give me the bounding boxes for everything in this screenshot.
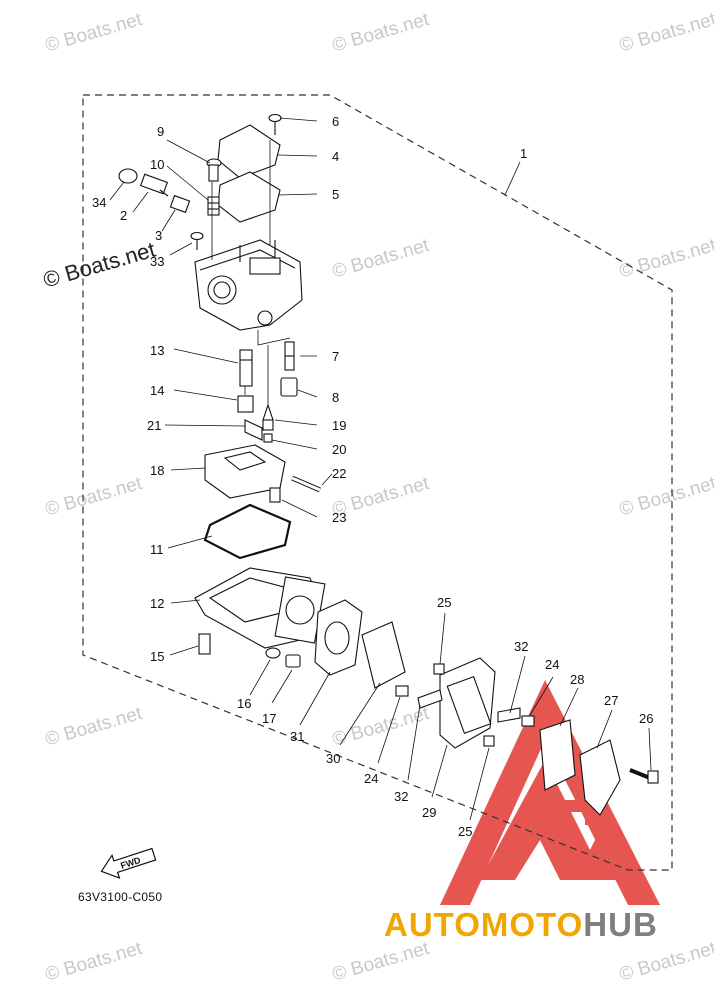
callout-33: 33 — [150, 254, 164, 269]
callout-32: 32 — [394, 789, 408, 804]
part-2 — [139, 173, 169, 197]
callout-20: 20 — [332, 442, 346, 457]
part-32-left — [417, 689, 443, 709]
spring-21 — [244, 419, 263, 441]
callout-5: 5 — [332, 187, 339, 202]
callout-17: 17 — [262, 711, 276, 726]
callout-11: 11 — [150, 542, 164, 557]
callout-19: 19 — [332, 418, 346, 433]
carburetor-body — [194, 239, 303, 331]
callout-25: 25 — [437, 595, 451, 610]
callout-24: 24 — [545, 657, 559, 672]
callout-9: 9 — [157, 124, 164, 139]
callout-24: 24 — [364, 771, 378, 786]
diaphragm-28 — [539, 719, 576, 791]
callout-2: 2 — [120, 208, 127, 223]
screw-23 — [269, 487, 281, 503]
fwd-arrow-icon: FWD — [100, 847, 157, 880]
float-pin-22 — [291, 475, 321, 493]
callout-7: 7 — [332, 349, 339, 364]
part-32-right — [497, 707, 521, 723]
clip-20 — [263, 433, 273, 443]
callout-28: 28 — [570, 672, 584, 687]
callout-1: 1 — [520, 146, 527, 161]
callout-10: 10 — [150, 157, 164, 172]
gasket-5 — [217, 171, 281, 223]
callout-4: 4 — [332, 149, 339, 164]
callout-26: 26 — [639, 711, 653, 726]
callout-29: 29 — [422, 805, 436, 820]
gasket-11 — [203, 503, 292, 560]
callout-21: 21 — [147, 418, 161, 433]
cover-27 — [579, 739, 621, 816]
main-jet-14 — [237, 395, 254, 413]
callout-15: 15 — [150, 649, 164, 664]
main-nozzle-13 — [239, 349, 253, 387]
brand-part1: AUTOMOTO — [384, 906, 584, 943]
needle-valve-19 — [262, 403, 274, 431]
drawing-code: 63V3100-C050 — [78, 890, 163, 904]
diaphragm-30 — [361, 621, 406, 689]
callout-6: 6 — [332, 114, 339, 129]
callout-22: 22 — [332, 466, 346, 481]
plug-8 — [280, 377, 298, 397]
callout-25: 25 — [458, 824, 472, 839]
fitting-24-left — [395, 685, 409, 697]
brand-wordmark: AUTOMOTOHUB — [384, 906, 658, 944]
spring-10 — [207, 196, 220, 216]
screw-25-bottom — [483, 735, 495, 747]
callout-12: 12 — [150, 596, 164, 611]
fuel-pump-body-29 — [439, 657, 496, 749]
callout-23: 23 — [332, 510, 346, 525]
float-chamber-12 — [194, 567, 326, 649]
screw-9 — [206, 158, 222, 182]
plug-17 — [285, 654, 301, 668]
callout-16: 16 — [237, 696, 251, 711]
spring-3 — [169, 194, 191, 214]
callout-32: 32 — [514, 639, 528, 654]
callout-14: 14 — [150, 383, 164, 398]
drain-screw-15 — [198, 633, 211, 655]
pilot-jet-7 — [284, 341, 295, 371]
screw-26 — [629, 768, 659, 784]
gasket-31 — [314, 599, 363, 676]
screw-33 — [190, 231, 204, 250]
callout-27: 27 — [604, 693, 618, 708]
callout-18: 18 — [150, 463, 164, 478]
fitting-24-right — [521, 715, 535, 727]
part-34 — [118, 168, 138, 184]
screw-6 — [268, 113, 282, 135]
assembly-boundary — [82, 94, 673, 871]
washer-16 — [265, 647, 281, 659]
screw-25-top — [433, 663, 445, 675]
callout-34: 34 — [92, 195, 106, 210]
brand-part2: HUB — [583, 906, 658, 943]
callout-13: 13 — [150, 343, 164, 358]
callout-3: 3 — [155, 228, 162, 243]
gasket-4 — [217, 124, 281, 179]
callout-30: 30 — [326, 751, 340, 766]
callout-31: 31 — [290, 729, 304, 744]
callout-8: 8 — [332, 390, 339, 405]
